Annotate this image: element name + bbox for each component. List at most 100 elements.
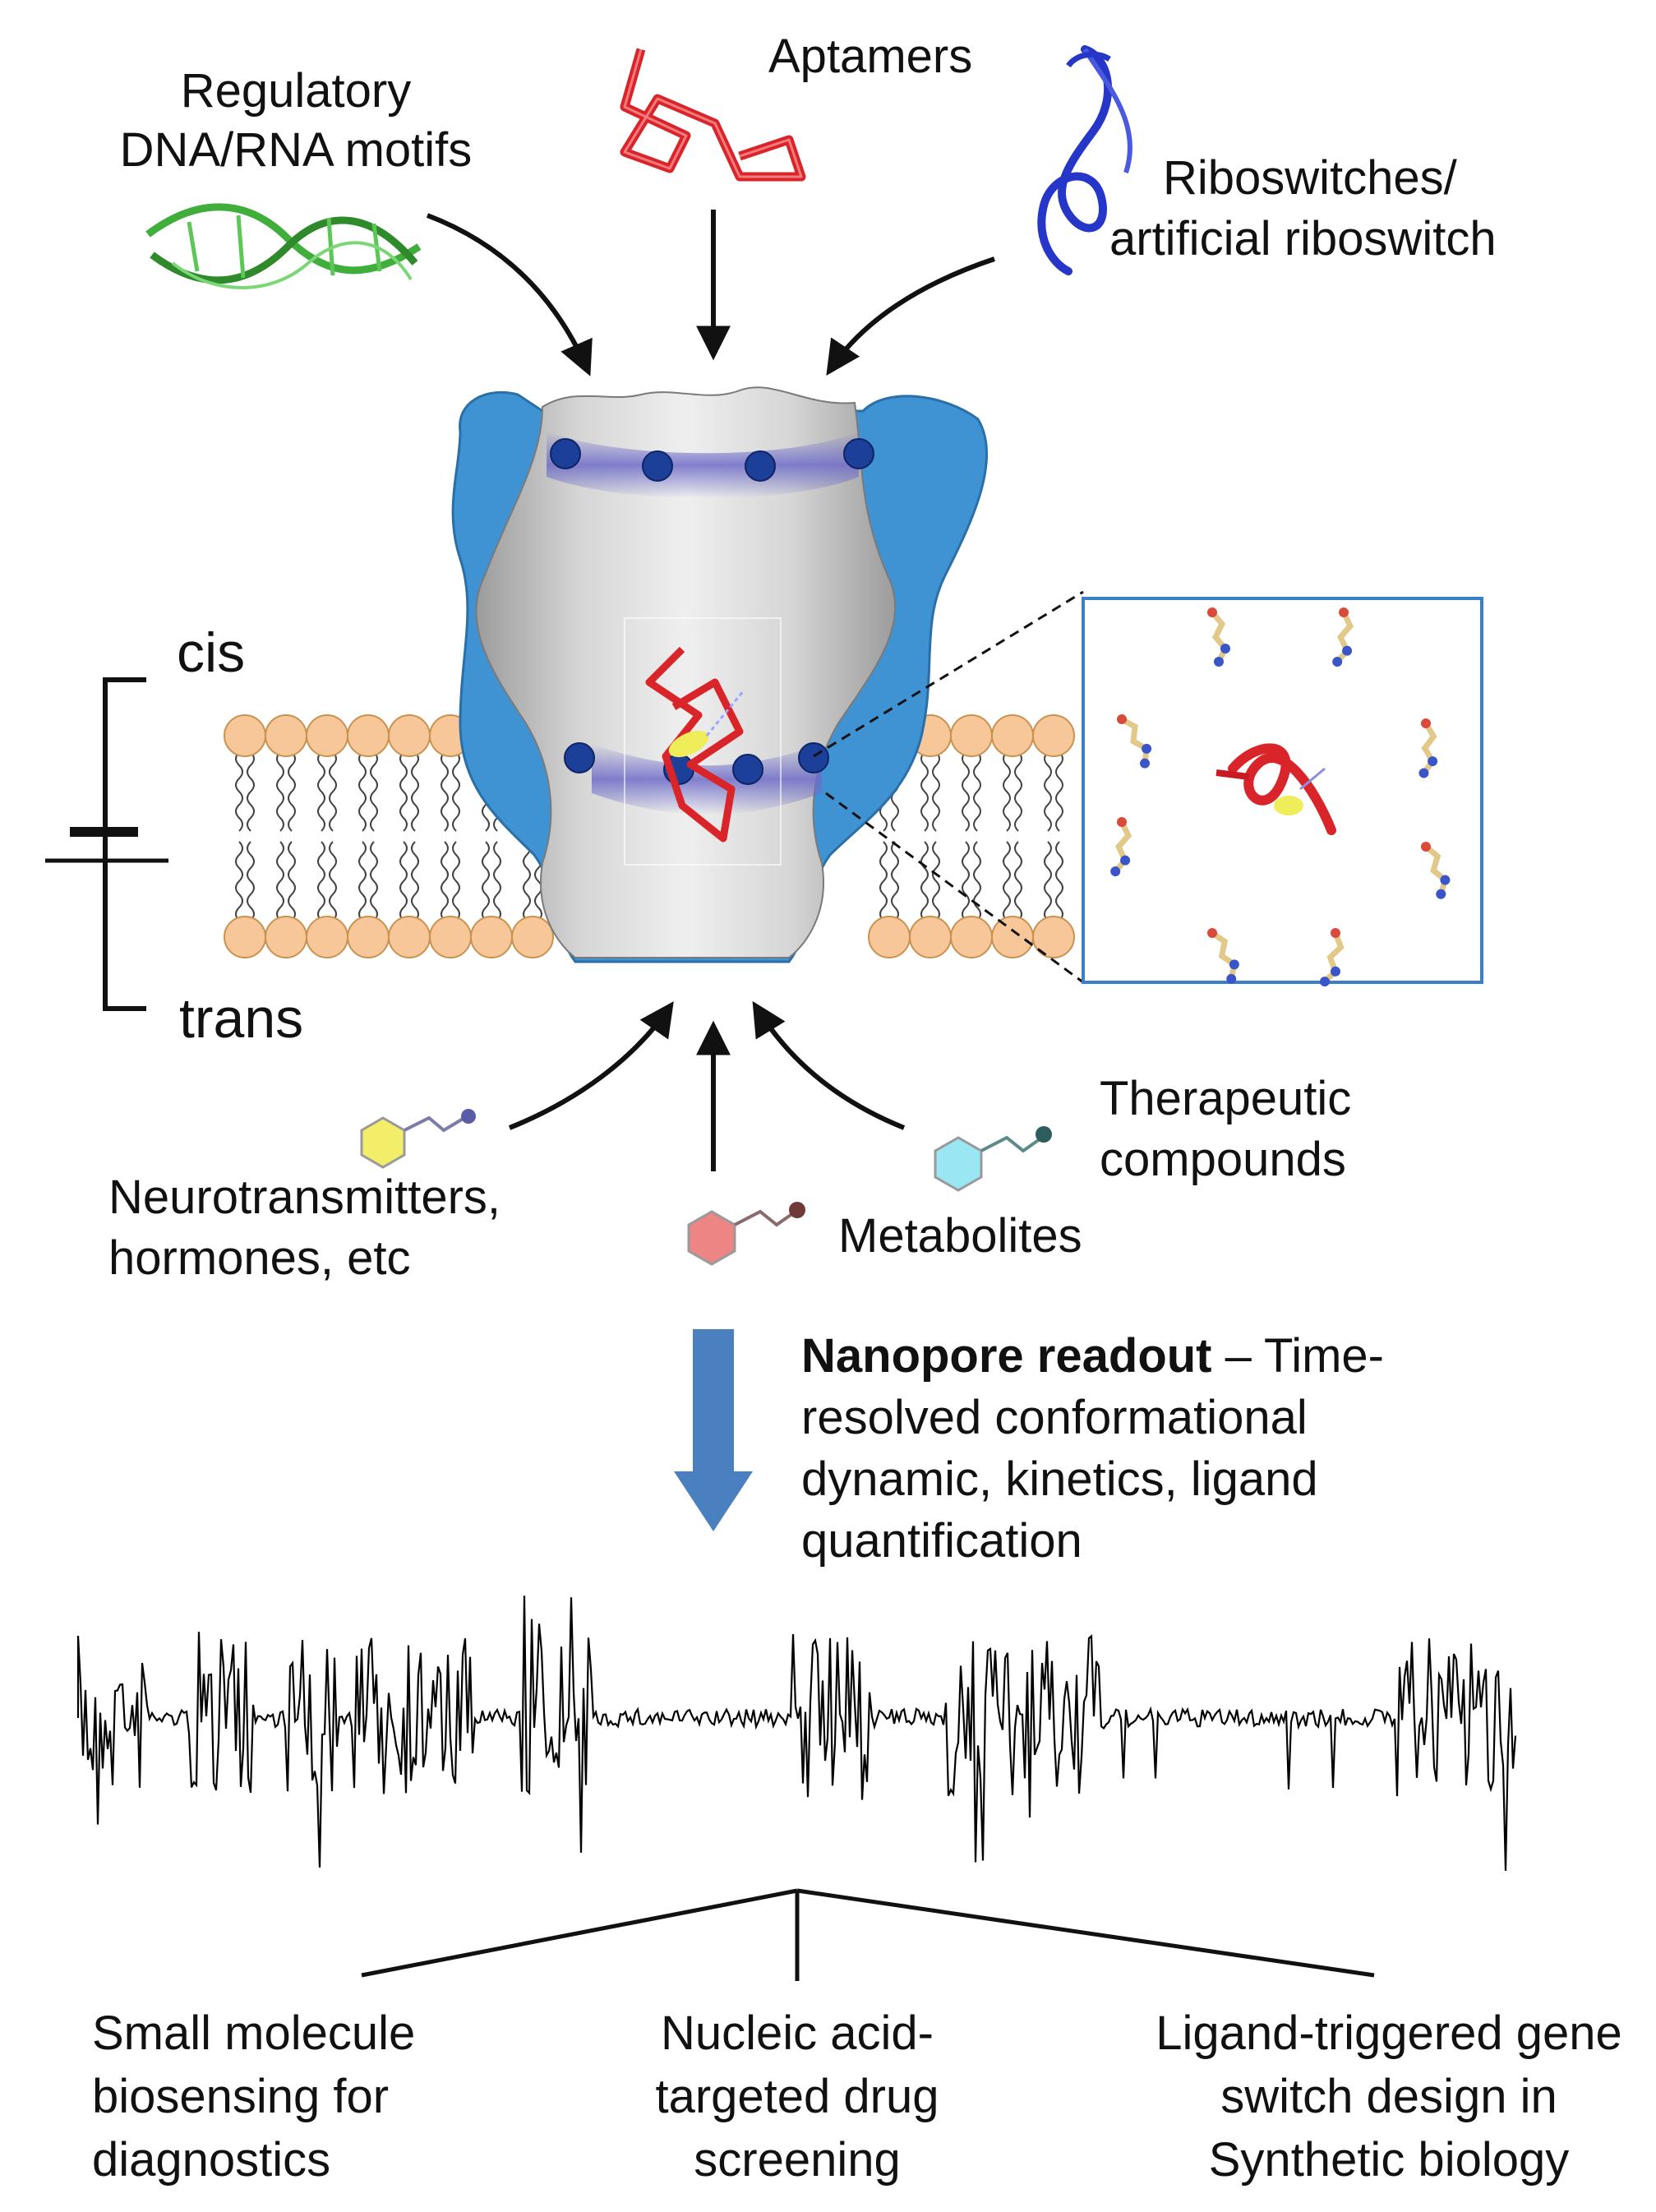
label-regulatory-line2: DNA/RNA motifs — [119, 123, 473, 177]
app3-line1: Ligand-triggered gene — [1156, 2007, 1622, 2060]
lipid-tail — [441, 751, 449, 832]
lipid-head — [1032, 714, 1075, 757]
lipid-tail — [1044, 841, 1052, 921]
small-molecule-icon — [687, 1202, 805, 1266]
lipid-tail — [317, 751, 325, 832]
pore-bead — [843, 438, 874, 469]
label-trans: trans — [179, 987, 304, 1050]
current-trace — [76, 1596, 1517, 1871]
lipid-head — [470, 916, 513, 958]
aptamer-in-pore-icon — [624, 617, 782, 866]
app1-line3: diagnostics — [92, 2133, 331, 2187]
lipid-head — [306, 714, 348, 757]
label-cis: cis — [177, 621, 246, 684]
pore-residue-beads — [550, 438, 874, 785]
arrow-regulatory-to-pore — [426, 213, 593, 376]
lipid-tail — [1055, 841, 1063, 921]
aptamer-zoom-icon — [1215, 743, 1336, 835]
lipid-head — [347, 916, 390, 958]
ligand-molecule — [1332, 607, 1354, 667]
lipid-tail — [1003, 751, 1011, 832]
lipid-head — [306, 916, 348, 958]
app3-line3: Synthetic biology — [1208, 2133, 1570, 2187]
label-neurotransmitters: Neurotransmitters, hormones, etc — [108, 1167, 500, 1289]
app2-line1: Nucleic acid- — [661, 2007, 934, 2060]
pore-bead — [745, 450, 776, 482]
lipid-tail — [411, 751, 419, 832]
arrow-riboswitches-to-pore — [826, 256, 995, 376]
lipid-tail — [247, 841, 255, 921]
lipid-tail — [399, 841, 408, 921]
label-riboswitches-line1: Riboswitches/ — [1163, 151, 1457, 205]
ligand-molecule — [1207, 928, 1239, 984]
label-regulatory: Regulatory DNA/RNA motifs — [90, 62, 501, 180]
lipid-tail — [247, 751, 255, 832]
lipid-tail — [317, 841, 325, 921]
lipid-tail — [288, 751, 296, 832]
riboswitch-ribbon-icon — [1037, 45, 1132, 275]
arrow-therapeutic-to-pore — [752, 1000, 906, 1130]
small-molecule-icon — [360, 1109, 476, 1169]
lipid-tail — [441, 841, 449, 921]
lipid-tail — [329, 751, 337, 832]
ligand-molecule — [1421, 842, 1451, 899]
label-therapeutic: Therapeutic compounds — [1100, 1069, 1351, 1190]
lipid-tail — [276, 841, 284, 921]
lipid-tail — [523, 841, 531, 921]
lipid-head — [950, 714, 993, 757]
lipid-head — [868, 916, 911, 958]
lipid-tail — [973, 751, 981, 832]
lipid-tail — [276, 751, 284, 832]
lipid-head — [991, 916, 1034, 958]
lipid-tail — [932, 841, 940, 921]
label-neuro-line1: Neurotransmitters, — [108, 1171, 501, 1224]
label-riboswitches-line2: artificial riboswitch — [1109, 212, 1497, 266]
label-application-biosensing: Small molecule biosensing for diagnostic… — [92, 2002, 415, 2191]
label-therapeutic-line1: Therapeutic — [1100, 1072, 1352, 1125]
label-readout-line4: quantification — [801, 1514, 1082, 1568]
lipid-head — [347, 714, 390, 757]
lipid-tail — [879, 841, 888, 921]
label-neuro-line2: hormones, etc — [108, 1231, 411, 1285]
label-readout-line2: resolved conformational — [801, 1391, 1308, 1444]
lipid-head — [224, 916, 266, 958]
lipid-tail — [973, 841, 981, 921]
nanopore — [451, 386, 989, 963]
readout-arrow-icon — [674, 1329, 753, 1531]
lipid-head — [429, 916, 472, 958]
lipid-tail — [962, 751, 970, 832]
lipid-head — [265, 916, 307, 958]
lipid-head — [909, 916, 952, 958]
lipid-tail — [962, 841, 970, 921]
label-readout-rest: – Time- — [1211, 1329, 1384, 1383]
pore-bead — [798, 742, 829, 774]
label-application-drug-screening: Nucleic acid- targeted drug screening — [608, 2002, 986, 2191]
label-application-gene-switch: Ligand-triggered gene switch design in S… — [1126, 2002, 1652, 2191]
lipid-head — [511, 916, 554, 958]
lipid-head — [991, 714, 1034, 757]
zoom-inset — [813, 590, 1483, 987]
ligand-molecule — [1319, 928, 1345, 987]
dna-helix-icon — [145, 203, 422, 289]
label-aptamers: Aptamers — [768, 30, 973, 83]
ligand-molecules-icon — [1110, 607, 1451, 987]
label-metabolites: Metabolites — [838, 1209, 1082, 1263]
lipid-tail — [1014, 751, 1022, 832]
lipid-tail — [1003, 841, 1011, 921]
lipid-tail — [1044, 751, 1052, 832]
lipid-tail — [493, 841, 501, 921]
application-tree — [361, 1888, 1375, 1981]
lipid-tail — [235, 841, 243, 921]
label-regulatory-line1: Regulatory — [180, 64, 412, 118]
ligand-molecule — [1207, 607, 1230, 667]
lipid-tail — [288, 841, 296, 921]
lipid-tail — [370, 841, 378, 921]
lipid-head — [1032, 916, 1075, 958]
app1-line2: biosensing for — [92, 2070, 390, 2123]
lipid-head — [224, 714, 266, 757]
arrow-neuro-to-pore — [508, 1001, 674, 1130]
lipid-tail — [411, 841, 419, 921]
lipid-head — [950, 916, 993, 958]
lipid-bilayer — [224, 714, 1075, 958]
